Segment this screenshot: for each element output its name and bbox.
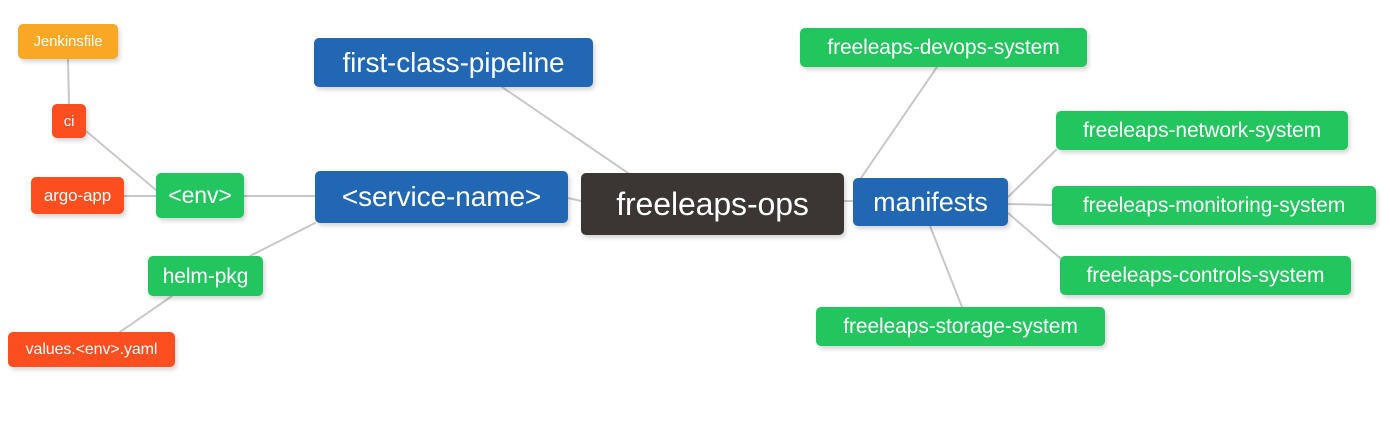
mindmap-node-manifests[interactable]: manifests [853, 178, 1008, 226]
mindmap-node-ci[interactable]: ci [52, 104, 86, 138]
mindmap-node-freeleaps-network-system[interactable]: freeleaps-network-system [1056, 111, 1348, 150]
node-label-ci: ci [63, 112, 75, 130]
edge-manifests-to-freeleaps-network-system [1007, 149, 1057, 198]
mindmap-node-freeleaps-ops[interactable]: freeleaps-ops [581, 173, 844, 235]
node-label-freeleaps-devops-system: freeleaps-devops-system [827, 36, 1060, 59]
mindmap-node-helm-pkg[interactable]: helm-pkg [148, 256, 263, 296]
mindmap-node-freeleaps-storage-system[interactable]: freeleaps-storage-system [816, 307, 1105, 346]
node-label-jenkinsfile: Jenkinsfile [33, 33, 103, 50]
node-label-freeleaps-storage-system: freeleaps-storage-system [843, 315, 1078, 338]
edge-service-name-to-freeleaps-ops [567, 197, 582, 202]
mindmap-node-freeleaps-devops-system[interactable]: freeleaps-devops-system [800, 28, 1087, 67]
node-label-values-yaml: values.<env>.yaml [25, 340, 158, 358]
mindmap-node-values-yaml[interactable]: values.<env>.yaml [8, 332, 175, 367]
mindmap-node-freeleaps-monitoring-system[interactable]: freeleaps-monitoring-system [1052, 186, 1376, 225]
edge-manifests-to-freeleaps-storage-system [929, 225, 963, 308]
node-label-argo-app: argo-app [43, 186, 112, 205]
mindmap-node-env[interactable]: <env> [156, 173, 244, 218]
edge-manifests-to-freeleaps-monitoring-system [1007, 203, 1053, 206]
edge-first-class-pipeline-to-freeleaps-ops [501, 86, 629, 174]
mindmap-node-service-name[interactable]: <service-name> [315, 171, 568, 223]
node-label-helm-pkg: helm-pkg [162, 264, 249, 288]
edge-manifests-to-freeleaps-devops-system [860, 66, 938, 179]
edge-service-name-to-helm-pkg [249, 222, 316, 257]
edge-helm-pkg-to-values-yaml [119, 295, 173, 333]
node-label-first-class-pipeline: first-class-pipeline [342, 46, 565, 78]
node-label-freeleaps-monitoring-system: freeleaps-monitoring-system [1082, 194, 1346, 217]
node-label-freeleaps-network-system: freeleaps-network-system [1082, 119, 1321, 142]
mindmap-node-jenkinsfile[interactable]: Jenkinsfile [18, 24, 118, 59]
node-label-env: <env> [168, 182, 232, 208]
node-label-freeleaps-controls-system: freeleaps-controls-system [1086, 264, 1325, 287]
mindmap-node-freeleaps-controls-system[interactable]: freeleaps-controls-system [1060, 256, 1351, 295]
edge-jenkinsfile-to-ci [67, 58, 70, 105]
node-label-service-name: <service-name> [341, 181, 542, 212]
node-label-manifests: manifests [873, 186, 988, 217]
mindmap-node-argo-app[interactable]: argo-app [31, 177, 124, 214]
mindmap-node-first-class-pipeline[interactable]: first-class-pipeline [314, 38, 593, 87]
node-label-freeleaps-ops: freeleaps-ops [616, 186, 809, 222]
